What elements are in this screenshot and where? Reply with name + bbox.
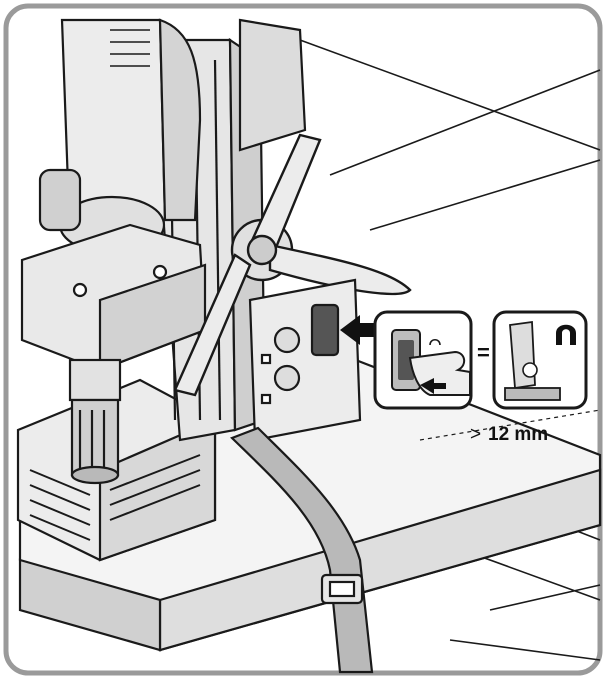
control-panel — [248, 278, 362, 442]
arrow-left-icon — [340, 315, 378, 345]
measurement-value: 12 mm — [488, 424, 549, 445]
equals-sign: = — [477, 340, 490, 365]
measurement-line — [419, 409, 601, 441]
magnet-switch-icon — [373, 310, 473, 410]
annular-cutter — [68, 358, 122, 485]
gear-head — [20, 223, 207, 372]
drill-motor — [38, 18, 307, 255]
measurement-prefix: > — [470, 424, 482, 445]
safety-strap-icon — [230, 426, 374, 674]
magnet-icon — [556, 324, 576, 345]
feed-handles — [173, 133, 412, 397]
magnetic-drill-icon — [492, 310, 588, 410]
